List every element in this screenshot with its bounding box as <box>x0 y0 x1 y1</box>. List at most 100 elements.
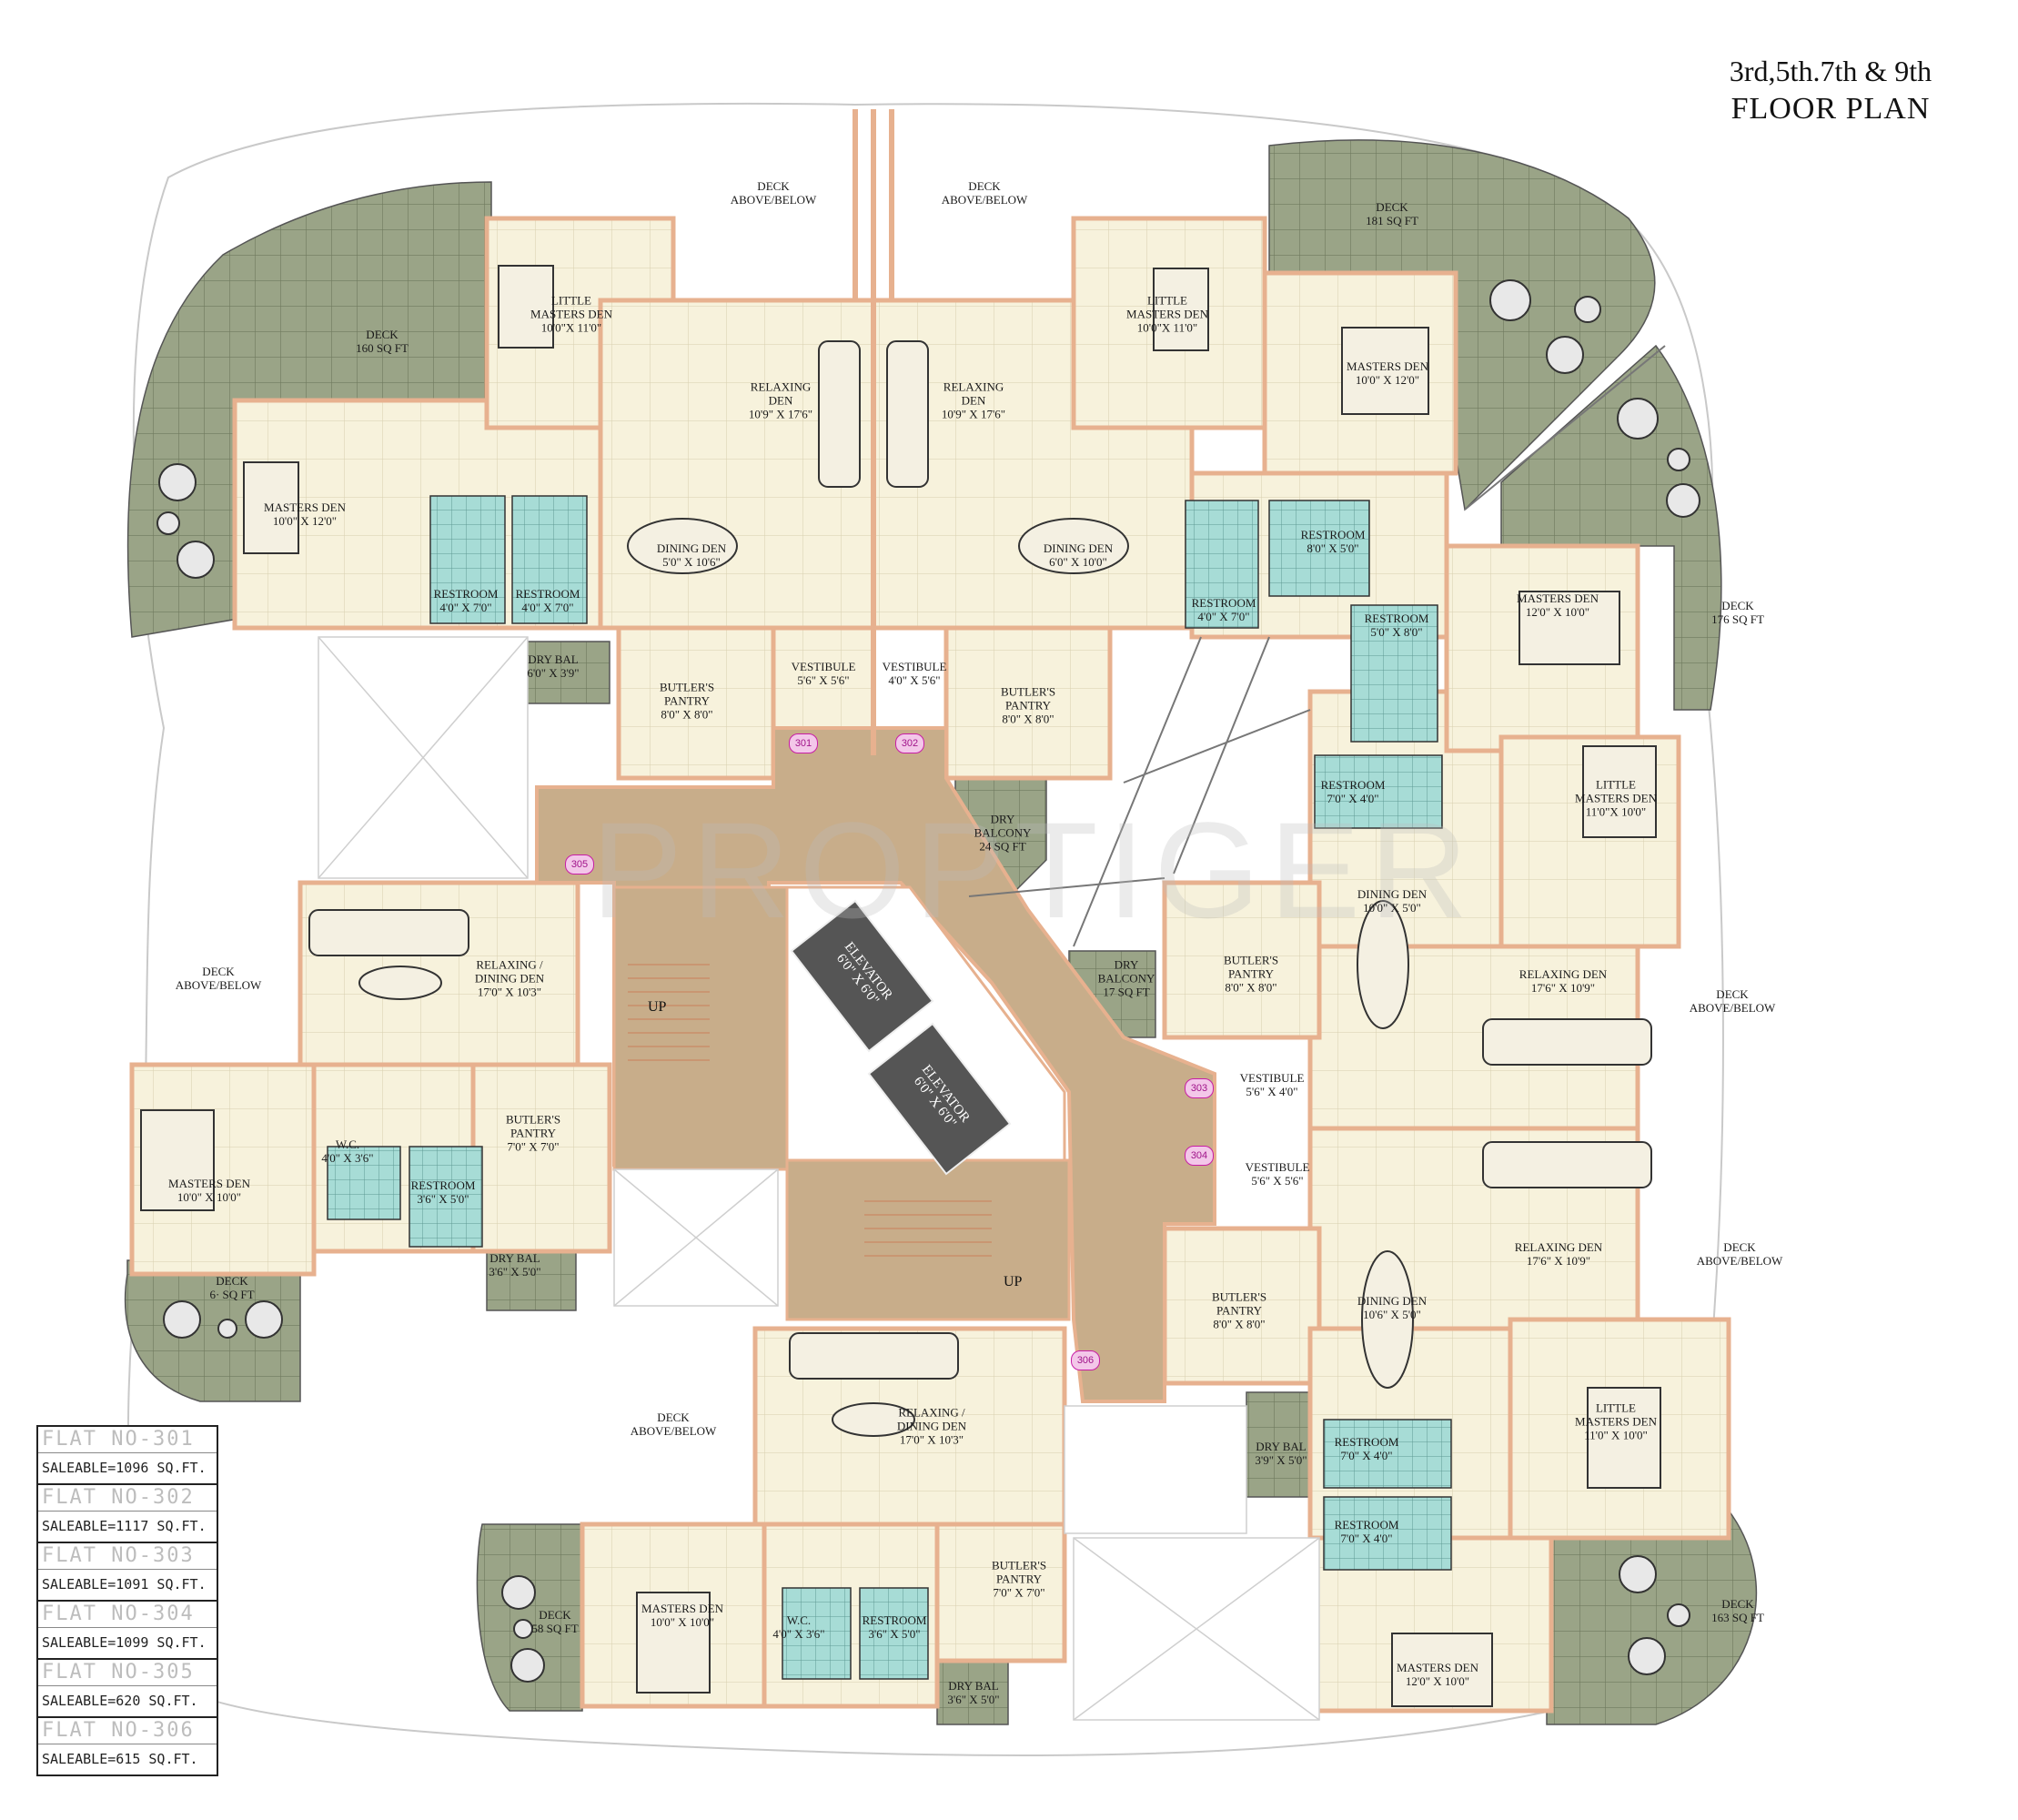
legend-saleable-304: SALEABLE=1099 SQ.FT. <box>38 1628 217 1660</box>
unit-badge-305: 305 <box>565 854 594 875</box>
legend-flat-306: FLAT NO-306 <box>38 1718 217 1744</box>
unit-badge-301: 301 <box>789 733 818 753</box>
walls <box>853 109 894 755</box>
legend-flat-303: FLAT NO-303 <box>38 1543 217 1570</box>
plan-title: 3rd,5th.7th & 9th FLOOR PLAN <box>1694 53 1967 129</box>
stair-north <box>612 885 789 1171</box>
deck-nw <box>126 181 492 638</box>
legend-saleable-305: SALEABLE=620 SQ.FT. <box>38 1686 217 1718</box>
plan-title-floors: 3rd,5th.7th & 9th <box>1729 55 1932 87</box>
legend-flat-301: FLAT NO-301 <box>38 1427 217 1453</box>
legend-flat-302: FLAT NO-302 <box>38 1485 217 1512</box>
deck-se <box>1546 1510 1757 1725</box>
deck-chairs <box>156 279 1700 1683</box>
furniture <box>140 265 1661 1707</box>
shaft-voids <box>318 636 1320 1721</box>
stair-up-label: UP <box>648 999 667 1015</box>
room-label: W.C.4'0" X 3'6" <box>772 1613 825 1641</box>
deck-ne <box>1268 139 1656 511</box>
elevator-1-shape <box>790 899 934 1053</box>
dry-bal-304 <box>1246 1391 1316 1498</box>
legend-saleable-301: SALEABLE=1096 SQ.FT. <box>38 1453 217 1485</box>
unit-badge-306: 306 <box>1071 1350 1100 1370</box>
legend-saleable-302: SALEABLE=1117 SQ.FT. <box>38 1512 217 1543</box>
legend-saleable-306: SALEABLE=615 SQ.FT. <box>42 1751 198 1767</box>
legend-flat-305: FLAT NO-305 <box>38 1660 217 1686</box>
stair-treads <box>628 964 992 1257</box>
stair-south <box>785 1158 1071 1321</box>
legend-saleable-303: SALEABLE=1091 SQ.FT. <box>38 1570 217 1602</box>
unit-badge-303: 303 <box>1185 1078 1214 1098</box>
deck-s <box>476 1523 583 1712</box>
diagonal-ties <box>968 345 1666 947</box>
wet-areas <box>327 495 1452 1680</box>
unit-badge-304: 304 <box>1185 1146 1214 1166</box>
unit-badge-302: 302 <box>895 733 924 753</box>
elevator-2-shape <box>867 1022 1012 1176</box>
legend-flat-304: FLAT NO-304 <box>38 1602 217 1628</box>
plan-title-name: FLOOR PLAN <box>1730 92 1931 126</box>
deck-east-upper <box>1500 344 1722 711</box>
saleable-area-legend: FLAT NO-301 SALEABLE=1096 SQ.FT. FLAT NO… <box>36 1425 218 1776</box>
room-label: W.C.4'0" X 3'6" <box>321 1138 374 1165</box>
